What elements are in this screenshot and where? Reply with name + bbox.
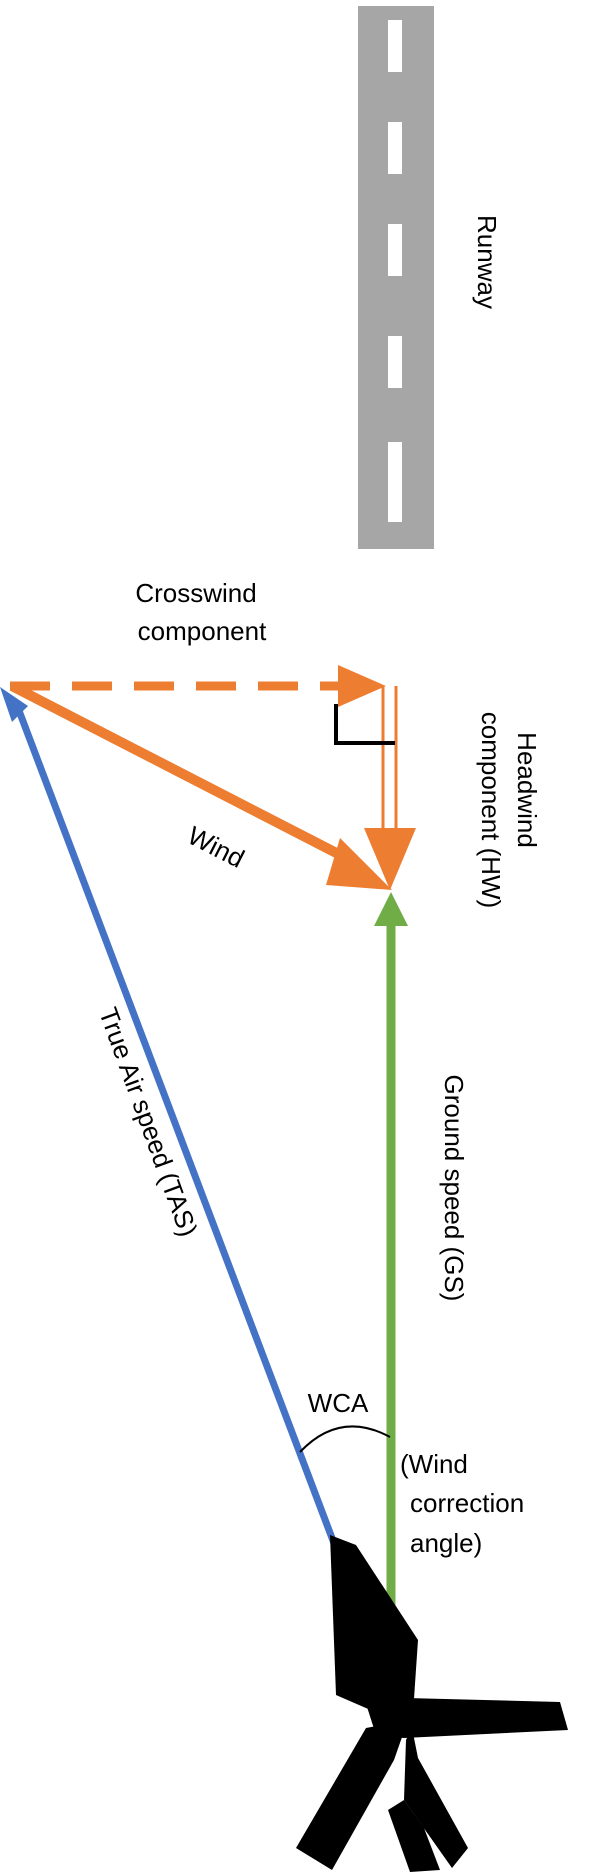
true-airspeed-vector: [14, 706, 395, 1696]
ground-speed-label: Ground speed (GS): [439, 1075, 469, 1302]
headwind-label-line1: Headwind: [512, 732, 542, 848]
crosswind-arrowhead: [338, 665, 386, 707]
wca-description-line1: (Wind: [400, 1449, 468, 1479]
ground-speed-arrowhead: [374, 892, 408, 926]
wind-vector-arrow: [9, 681, 353, 865]
airplane-icon: [296, 1535, 568, 1872]
headwind-component-arrow: [364, 686, 416, 890]
runway-label: Runway: [472, 215, 502, 309]
crosswind-label-line2: component: [138, 616, 267, 646]
right-angle-marker: [334, 704, 395, 745]
true-airspeed-arrowhead: [0, 687, 28, 722]
true-airspeed-label: True Air speed (TAS): [93, 1003, 204, 1240]
wind-arrowhead: [326, 838, 392, 890]
headwind-label-line2: component (HW): [476, 712, 506, 909]
runway: [358, 6, 434, 549]
wca-description-line3: angle): [410, 1528, 482, 1558]
headwind-arrowhead: [364, 828, 416, 890]
runway-centerline: [388, 20, 402, 522]
wind-label: Wind: [183, 820, 249, 874]
crosswind-label-line1: Crosswind: [135, 578, 256, 608]
wca-description-line2: correction: [410, 1488, 524, 1518]
wca-label: WCA: [308, 1388, 369, 1418]
wca-arc: [299, 1425, 391, 1453]
